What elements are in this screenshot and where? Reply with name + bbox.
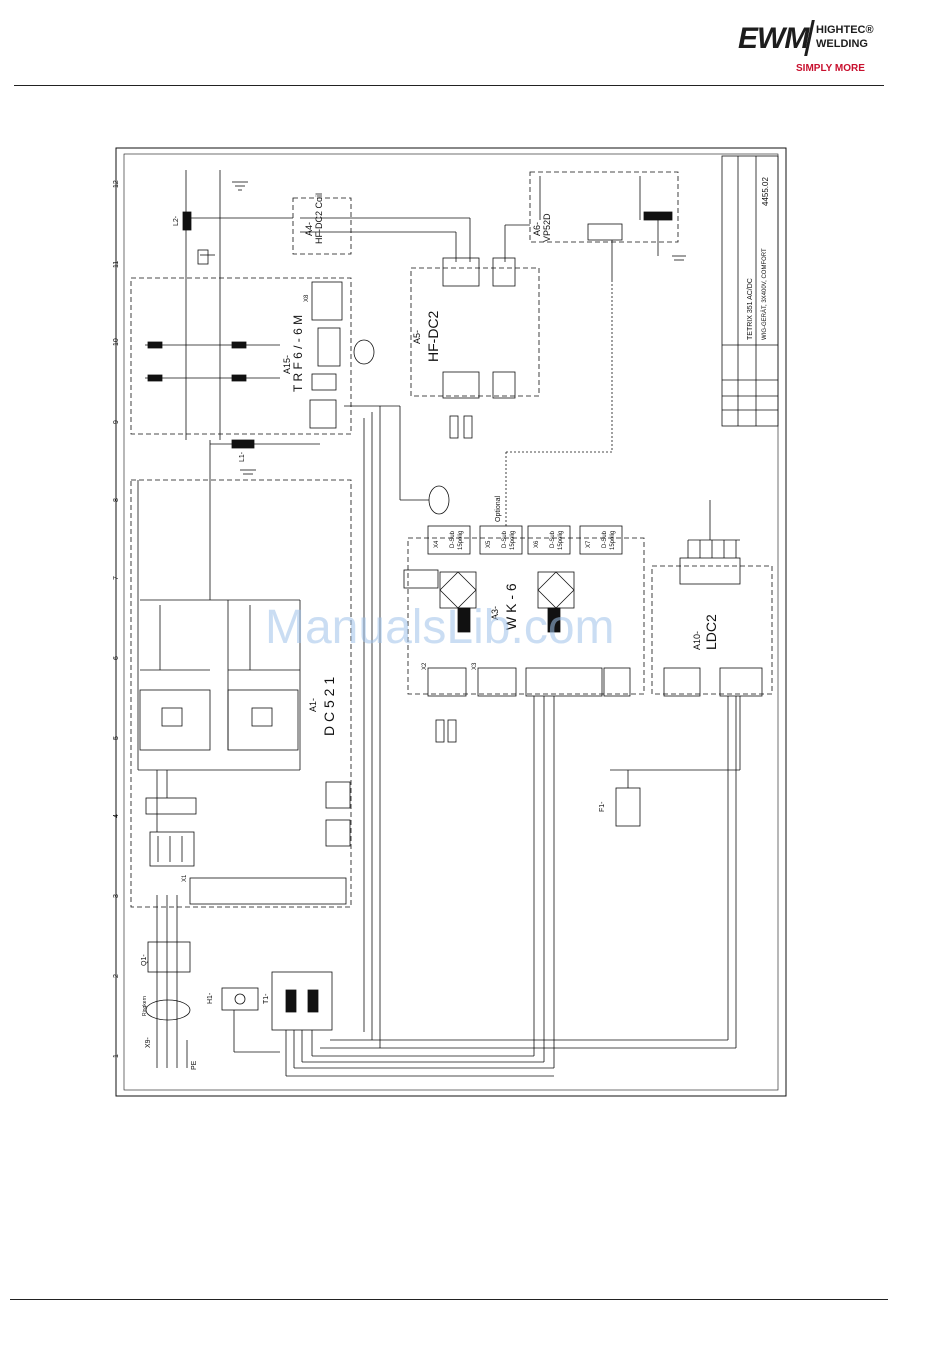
label-dsub-x7: D-Sub <box>602 530 608 548</box>
watermark: ManualsLib.com <box>265 601 615 654</box>
module-vp52d <box>529 171 679 243</box>
wk6-name: W K - 6 <box>503 583 519 630</box>
label-l2: L2- <box>173 215 180 226</box>
label-x2: X2 <box>422 662 428 670</box>
hf-dc2-id: A5- <box>412 330 422 344</box>
col-9: 9 <box>113 420 120 424</box>
logo-brand: EWM <box>738 22 809 55</box>
label-h1: H1- <box>207 992 214 1004</box>
col-4: 4 <box>113 814 120 818</box>
label-pe: PE <box>191 1060 198 1070</box>
label-dsub-x4: D-Sub <box>450 530 456 548</box>
dc521-name: D C 5 2 1 <box>321 677 337 736</box>
label-dsub-x6b: 15polig <box>558 531 564 550</box>
label-ringkern: Ringkern <box>142 996 148 1016</box>
label-l1: L1- <box>239 451 246 462</box>
transformer-t1 <box>271 971 333 1031</box>
fuse-f1 <box>615 787 641 827</box>
label-dsub-x5b: 15polig <box>510 531 516 550</box>
module-wk6 <box>407 537 645 695</box>
lamp-h1 <box>221 987 259 1011</box>
col-10: 10 <box>113 338 120 346</box>
col-8: 8 <box>113 498 120 502</box>
label-x4: X4 <box>434 540 440 548</box>
footer-divider <box>10 1299 888 1300</box>
hf-coil-id: A4- <box>304 222 314 236</box>
label-x3: X3 <box>472 662 478 670</box>
col-5: 5 <box>113 736 120 740</box>
module-hf-dc2 <box>410 267 540 397</box>
label-q1: Q1- <box>141 954 148 966</box>
label-x9: X9- <box>145 1036 152 1048</box>
logo-line2: WELDING <box>816 38 868 50</box>
hf-dc2-name: HF-DC2 <box>425 310 441 362</box>
label-optional: Optional <box>495 495 502 522</box>
switch-q1 <box>147 941 191 973</box>
ewm-logo: EWM HIGHTEC® WELDING SIMPLY MORE <box>738 18 888 80</box>
col-12: 12 <box>113 180 120 188</box>
column-numbers: 1 2 3 4 5 6 7 8 9 10 11 12 <box>113 180 120 1058</box>
label-dsub-x7b: 15polig <box>610 531 616 550</box>
col-7: 7 <box>113 576 120 580</box>
label-x7: X7 <box>586 540 592 548</box>
module-ldc2 <box>651 565 773 695</box>
title-drawing-no: 4455.02 <box>761 177 770 206</box>
label-x8: X8 <box>304 294 310 302</box>
vp52d-id: A6- <box>532 222 542 236</box>
label-f1: F1- <box>599 801 606 812</box>
drawing-inner-frame <box>123 153 779 1091</box>
label-dsub-x6: D-Sub <box>550 530 556 548</box>
dc521-id: A1- <box>308 698 318 712</box>
title-variant: WIG-GERÄT, 3X400V, COMFORT <box>761 248 768 340</box>
label-t1: T1- <box>263 993 270 1004</box>
module-trf <box>130 277 352 435</box>
col-1: 1 <box>113 1054 120 1058</box>
trf-name: T R F 6 / - 6 M <box>291 315 305 392</box>
col-11: 11 <box>113 261 120 268</box>
logo-tagline: SIMPLY MORE <box>796 63 865 74</box>
col-2: 2 <box>113 974 120 978</box>
title-block <box>721 155 779 427</box>
wk6-id: A3- <box>490 606 500 620</box>
drawing-frame <box>115 147 787 1097</box>
label-x1: X1 <box>182 874 188 882</box>
col-3: 3 <box>113 894 120 898</box>
title-product: TETRIX 351 AC/DC <box>747 278 754 340</box>
ldc2-name: LDC2 <box>703 614 719 650</box>
hf-coil-name: HF-DC2 Coil <box>314 193 324 244</box>
module-dc521 <box>130 479 352 908</box>
header-divider <box>14 85 884 86</box>
ldc2-id: A10- <box>692 631 702 650</box>
label-x5: X5 <box>486 540 492 548</box>
module-hf-coil <box>292 197 352 255</box>
col-6: 6 <box>113 656 120 660</box>
label-dsub-x5: D-Sub <box>502 530 508 548</box>
trf-id: A15- <box>282 355 292 374</box>
label-x6: X6 <box>534 540 540 548</box>
vp52d-name: VP52D <box>542 213 552 242</box>
label-dsub-x4b: 15polig <box>458 531 464 550</box>
logo-line1: HIGHTEC® <box>816 24 874 36</box>
